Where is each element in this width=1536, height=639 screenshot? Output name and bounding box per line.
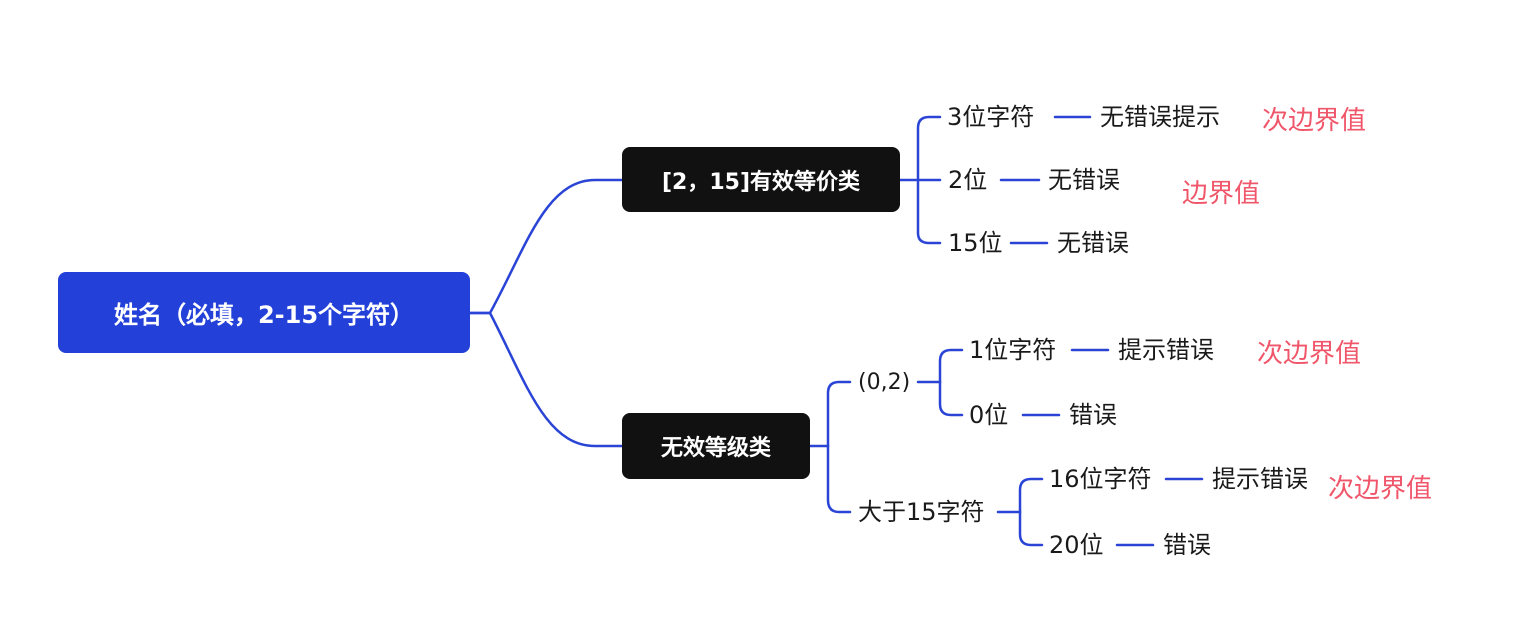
group-0-2[interactable]: (0,2): [858, 370, 911, 395]
valid-result-3-chars[interactable]: 无错误提示: [1100, 103, 1220, 131]
valid-item-3-chars[interactable]: 3位字符: [947, 103, 1035, 131]
invalid-result-16-chars[interactable]: 提示错误: [1212, 465, 1308, 493]
invalid-item-1-char[interactable]: 1位字符: [969, 336, 1057, 364]
invalid-result-0-chars[interactable]: 错误: [1069, 401, 1117, 429]
invalid-item-0-chars[interactable]: 0位: [969, 401, 1009, 429]
valid-result-15-chars[interactable]: 无错误: [1057, 229, 1129, 257]
branch-valid-class[interactable]: [2，15]有效等价类: [622, 147, 900, 212]
invalid-item-20-chars[interactable]: 20位: [1049, 531, 1104, 559]
note-boundary: 边界值: [1182, 179, 1261, 209]
invalid-result-1-char[interactable]: 提示错误: [1118, 336, 1214, 364]
note-sub-boundary: 次边界值: [1262, 106, 1367, 136]
invalid-result-20-chars[interactable]: 错误: [1163, 531, 1211, 559]
root-node[interactable]: 姓名（必填，2-15个字符）: [58, 272, 470, 353]
valid-item-15-chars[interactable]: 15位: [948, 229, 1003, 257]
valid-result-2-chars[interactable]: 无错误: [1048, 166, 1120, 194]
invalid-item-16-chars[interactable]: 16位字符: [1049, 465, 1152, 493]
group-over-15[interactable]: 大于15字符: [858, 498, 985, 526]
note-sub-boundary: 次边界值: [1257, 339, 1362, 369]
branch-invalid-class[interactable]: 无效等级类: [622, 413, 810, 479]
valid-item-2-chars[interactable]: 2位: [948, 166, 988, 194]
note-sub-boundary: 次边界值: [1328, 474, 1433, 504]
